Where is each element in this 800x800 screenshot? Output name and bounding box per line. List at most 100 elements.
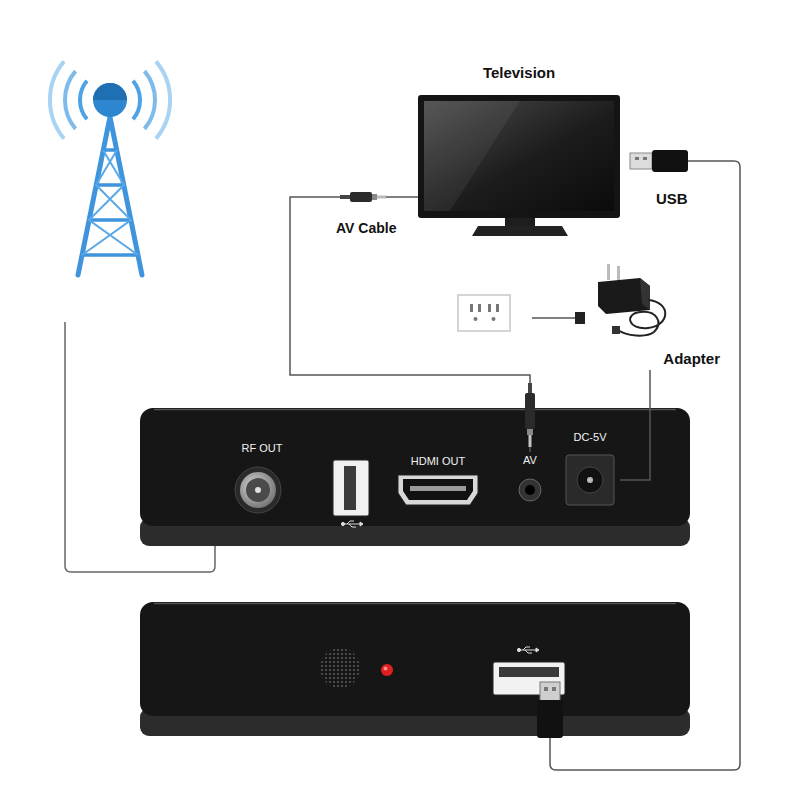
usb-symbol: [360, 522, 363, 526]
port-label: DC-5V: [560, 429, 620, 506]
wall-outlet: [458, 295, 510, 331]
power-led: [384, 667, 388, 671]
dc-jack: [577, 467, 603, 493]
rf-port: [246, 478, 270, 502]
panel-edge: [154, 409, 676, 411]
usb-port: [493, 662, 565, 695]
av-plug: [529, 435, 532, 447]
node-text: Adapter: [663, 350, 720, 368]
antenna-head: [93, 83, 127, 100]
adapter-prong: [607, 264, 610, 280]
cable-label: USB: [656, 190, 688, 208]
usb-symbol: [517, 647, 539, 653]
cable-line: [290, 197, 530, 452]
usb-plug: [544, 687, 548, 691]
av-plug: [525, 393, 535, 429]
usb-symbol: [525, 650, 532, 653]
outlet-slot: [470, 304, 473, 312]
usb-symbol: [523, 647, 530, 650]
av-plug: [372, 194, 377, 200]
node-text: HDMI OUT: [411, 455, 465, 468]
tv-neck: [505, 218, 535, 226]
adapter-cord: [618, 300, 665, 336]
hdmi-contacts: [410, 486, 466, 491]
usb-plug: [540, 682, 560, 702]
usb-symbol: [347, 521, 354, 524]
node-text: AV: [523, 454, 537, 467]
dc-jack: [566, 455, 614, 505]
tower-leg: [78, 117, 142, 275]
port-label: HDMI OUT: [395, 453, 481, 508]
speaker-grille: [320, 648, 360, 688]
tower-bar: [82, 150, 138, 255]
adapter-plug: [575, 312, 585, 324]
device-label: Television: [418, 62, 620, 237]
adapter-tip: [612, 326, 620, 334]
usb-tongue: [499, 667, 559, 677]
dc-pin: [587, 477, 593, 483]
node-text: DC-5V: [573, 431, 606, 444]
outlet-slot: [478, 304, 481, 312]
usb-symbol: [341, 521, 363, 527]
node-text: Television: [483, 64, 555, 82]
radio-wave: [80, 81, 140, 120]
adapter-side: [640, 278, 650, 310]
av-plug: [527, 429, 533, 435]
tv-screen: [424, 101, 614, 211]
rf-pin: [255, 487, 261, 493]
outlet-hole: [492, 317, 496, 321]
panel-edge: [154, 603, 676, 605]
rf-port: [235, 467, 281, 513]
outlet-hole: [474, 317, 478, 321]
av-jack: [519, 479, 541, 501]
back-panel: [140, 408, 690, 546]
power-adapter: [598, 264, 665, 336]
av-plug: [340, 195, 350, 199]
outlet-slot: [496, 304, 499, 312]
cable-line: [620, 370, 650, 480]
usb-plug: [652, 150, 688, 172]
front-panel: [140, 602, 690, 736]
usb-symbol: [341, 522, 344, 525]
tv-frame: [418, 95, 620, 218]
device-label: Adapter: [596, 262, 724, 370]
usb-plug: [630, 150, 688, 172]
usb-plug: [537, 700, 563, 738]
outlet-plate: [458, 295, 510, 331]
antenna-head: [93, 83, 127, 117]
outlet-line: [532, 317, 582, 319]
adapter-body: [598, 278, 650, 314]
usb-plug: [537, 682, 563, 738]
outlet-slot: [488, 304, 491, 312]
usb-port: [333, 460, 369, 516]
panel-body: [140, 602, 690, 716]
port-label: AV: [513, 452, 547, 504]
television-picture: [418, 95, 620, 236]
hdmi-port: [403, 479, 473, 500]
node-text: RF OUT: [242, 442, 283, 455]
tower-brace: [82, 150, 138, 255]
usb-symbol: [517, 648, 520, 651]
panel-body: [140, 408, 690, 526]
av-plug: [377, 196, 386, 199]
usb-plug: [630, 153, 652, 169]
usb-symbol: [343, 524, 360, 525]
adapter-prong: [617, 266, 620, 282]
usb-plug: [635, 157, 639, 160]
usb-plug: [643, 157, 647, 160]
av-plug: [350, 192, 372, 202]
usb-symbol: [519, 650, 536, 651]
antenna-tower: [50, 61, 170, 275]
av-plug: [340, 192, 386, 202]
power-led: [381, 664, 393, 676]
hdmi-port: [398, 475, 478, 505]
tv-reflection: [424, 101, 520, 211]
av-plug: [525, 383, 535, 447]
av-jack: [525, 485, 535, 495]
usb-plug: [552, 687, 556, 691]
